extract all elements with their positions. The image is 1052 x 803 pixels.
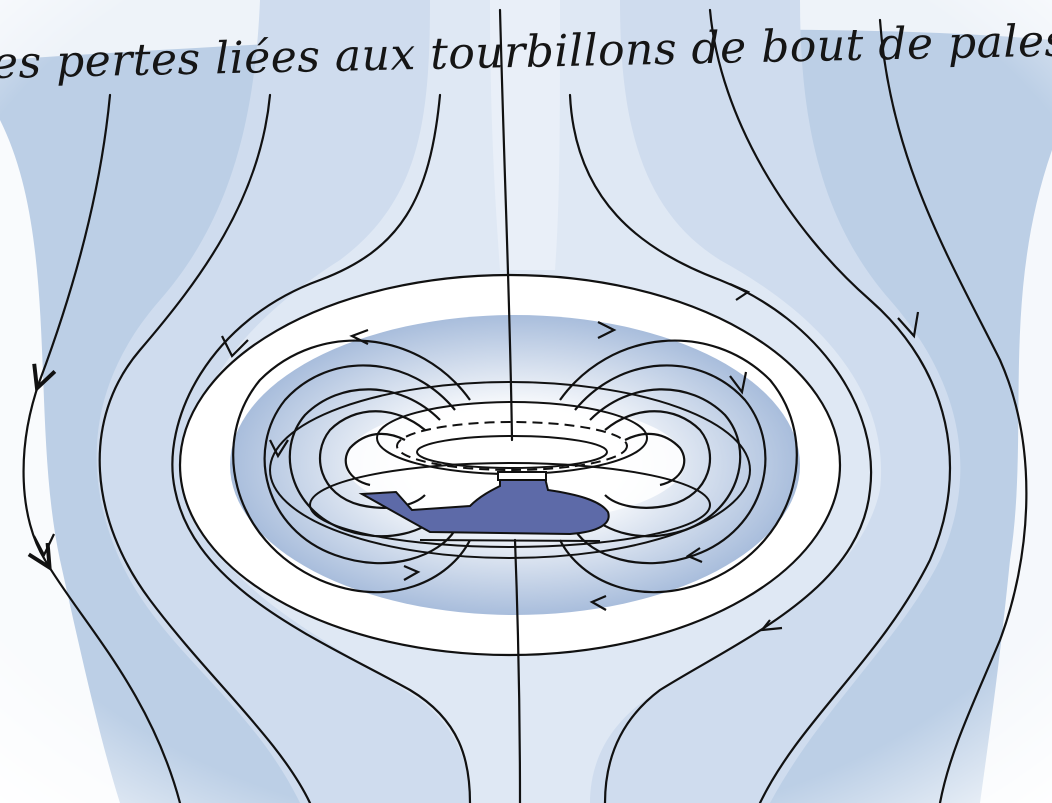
left-white-margin bbox=[0, 120, 120, 803]
arrow-vortex-left-low bbox=[403, 564, 421, 581]
arrow-vortex-right-low bbox=[589, 594, 607, 611]
streamline-right-3 bbox=[568, 93, 873, 803]
arrow-vortex-left-top bbox=[349, 328, 369, 345]
arrow-right-lower bbox=[759, 619, 783, 632]
right-white-margin bbox=[980, 150, 1052, 803]
torus-inner-white bbox=[345, 402, 685, 522]
arrow-right-top bbox=[729, 282, 751, 301]
outer-arrowheads bbox=[33, 282, 920, 632]
torus-rings bbox=[269, 381, 751, 559]
arrow-vortex-left-mid bbox=[269, 439, 289, 459]
vortex-arrowheads bbox=[269, 321, 748, 611]
helicopter-icon bbox=[358, 471, 610, 542]
streamline-center bbox=[498, 8, 514, 442]
arrow-vortex-right-mid bbox=[729, 371, 748, 395]
central-column bbox=[490, 0, 560, 270]
streamline-left-3 bbox=[171, 93, 472, 803]
streamline-right-2 bbox=[708, 8, 952, 803]
arrow-left-down bbox=[221, 335, 249, 358]
arrow-vortex-right-in bbox=[685, 547, 703, 564]
oval-outline bbox=[178, 273, 842, 657]
streamline-far-right bbox=[878, 18, 1028, 803]
outer-streamlines bbox=[22, 8, 1028, 803]
arrow-right-down bbox=[897, 311, 920, 339]
arrow-vortex-right-top bbox=[597, 321, 617, 339]
left-vortex-loops bbox=[232, 339, 471, 594]
arrow-far-left bbox=[33, 533, 55, 558]
streamline-left-2 bbox=[98, 93, 312, 803]
streamline-far-left bbox=[22, 93, 182, 803]
right-vortex-loops bbox=[559, 339, 798, 594]
streamline-center-lower bbox=[513, 538, 522, 803]
